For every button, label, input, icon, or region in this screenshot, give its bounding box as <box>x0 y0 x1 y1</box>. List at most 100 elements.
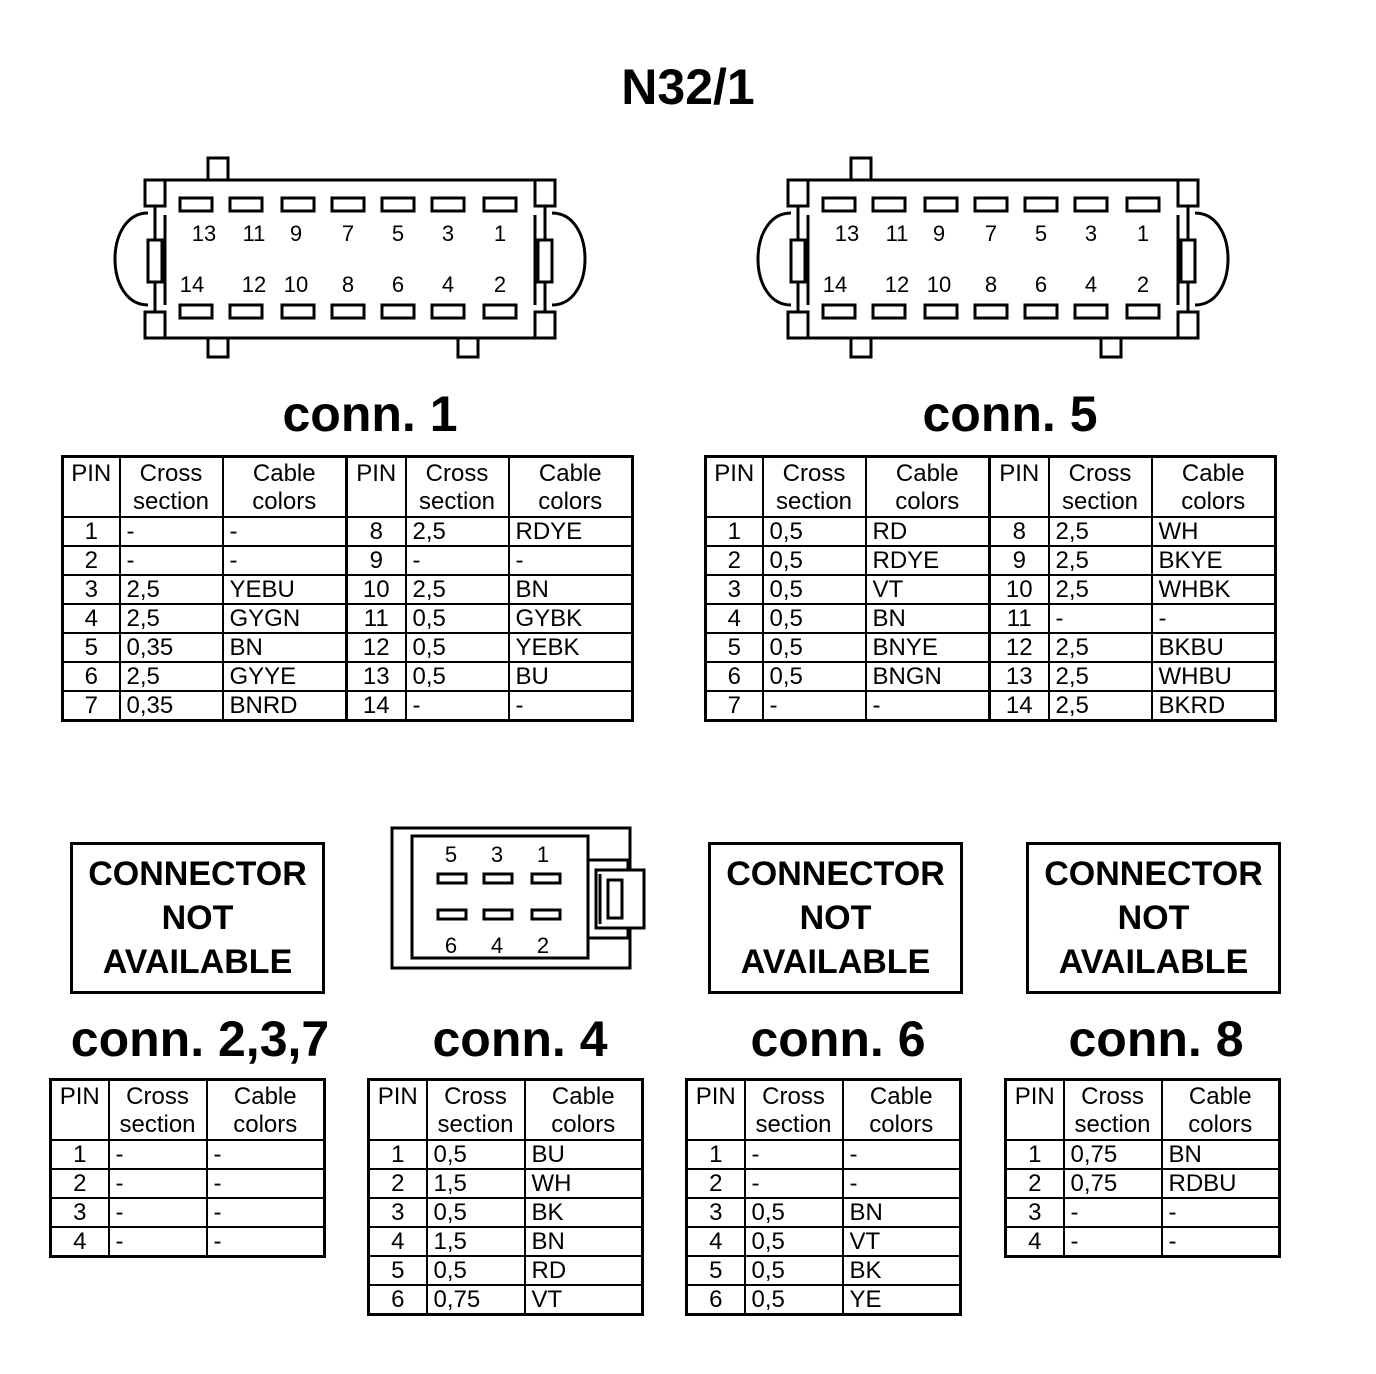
pin-header: PIN <box>685 1078 746 1141</box>
pin-cell: 3 <box>1004 1197 1065 1228</box>
pin-cell: 3 <box>685 1197 746 1228</box>
conn-6-label: conn. 6 <box>750 1011 926 1067</box>
conn-5-label: conn. 5 <box>922 386 1098 442</box>
cable-color-cell: BN <box>1160 1139 1281 1170</box>
cross-section-cell: 2,5 <box>1047 690 1153 722</box>
pin-cell: 6 <box>704 661 764 692</box>
latch-right <box>1194 211 1230 307</box>
cable-color-cell: - <box>1150 603 1277 634</box>
corner-tab <box>533 310 557 340</box>
pin-cell: 5 <box>685 1255 746 1286</box>
latch-right <box>551 211 587 307</box>
pin-cell: 2 <box>367 1168 428 1199</box>
cross-section-cell: - <box>107 1139 208 1170</box>
corner-tab <box>533 178 557 208</box>
pin-cell: 13 <box>988 661 1050 692</box>
cable-color-cell: - <box>507 690 634 722</box>
cable-color-cell: - <box>205 1197 326 1228</box>
pin-slot <box>973 303 1009 320</box>
cross-section-cell: 0,5 <box>743 1197 844 1228</box>
cross-section-cell: 0,5 <box>761 603 867 634</box>
corner-tab <box>1176 310 1200 340</box>
pin-number-label: 2 <box>1137 272 1149 297</box>
cable-color-cell: RDYE <box>507 516 634 547</box>
pin-cell: 1 <box>61 516 121 547</box>
cable-color-cell: GYYE <box>221 661 348 692</box>
pin-cell: 4 <box>49 1226 110 1258</box>
pin-number-label: 2 <box>537 933 549 958</box>
cross-section-cell: 2,5 <box>404 574 510 605</box>
conn-2-3-7-label: conn. 2,3,7 <box>70 1011 330 1067</box>
pin-slot <box>178 303 214 320</box>
pin-slot <box>1023 303 1059 320</box>
pin-cell: 11 <box>345 603 407 634</box>
cable-color-cell: RDBU <box>1160 1168 1281 1199</box>
cable-color-cell: BU <box>507 661 634 692</box>
pin-number-label: 11 <box>243 221 266 246</box>
cable-color-cell: RD <box>864 516 991 547</box>
pin-slot <box>380 303 416 320</box>
pin-slot <box>1073 303 1109 320</box>
pin-slot <box>923 196 959 213</box>
pin-slot <box>821 196 857 213</box>
pin-cell: 13 <box>345 661 407 692</box>
conn-4-label: conn. 4 <box>432 1011 608 1067</box>
cable-color-cell: WH <box>1150 516 1277 547</box>
cable-color-cell: BK <box>523 1197 644 1228</box>
pin-cell: 2 <box>49 1168 110 1199</box>
pin-cell: 14 <box>988 690 1050 722</box>
cross-section-cell: - <box>107 1226 208 1258</box>
cross-section-cell: - <box>404 545 510 576</box>
pin-number-label: 10 <box>284 272 308 297</box>
cross-section-cell: - <box>118 545 224 576</box>
pin-number-label: 2 <box>494 272 506 297</box>
pin-number-label: 11 <box>886 221 909 246</box>
pin-number-label: 7 <box>342 221 354 246</box>
pin-slot <box>436 908 468 921</box>
cable-color-cell: BNRD <box>221 690 348 722</box>
pin-number-label: 12 <box>885 272 909 297</box>
cross-section-cell: 0,5 <box>761 574 867 605</box>
corner-tab <box>143 178 167 208</box>
pin-cell: 2 <box>61 545 121 576</box>
cross-section-cell: 0,5 <box>761 632 867 663</box>
pin-slot <box>1125 303 1161 320</box>
cross-section-cell: 1,5 <box>425 1168 526 1199</box>
pin-cell: 6 <box>685 1284 746 1316</box>
pin-cell: 14 <box>345 690 407 722</box>
cable-color-cell: - <box>864 690 991 722</box>
pin-cell: 3 <box>367 1197 428 1228</box>
table-row: 4-- <box>1004 1226 1281 1258</box>
cable-color-cell: BN <box>221 632 348 663</box>
latch-left <box>756 211 792 307</box>
cable-color-cell: WHBU <box>1150 661 1277 692</box>
cable-color-cell: YEBU <box>221 574 348 605</box>
pin-slot <box>436 872 468 885</box>
pin-slot <box>380 196 416 213</box>
pin-cell: 2 <box>685 1168 746 1199</box>
pin-cell: 10 <box>988 574 1050 605</box>
side-slot <box>536 238 554 284</box>
cross-section-cell: 2,5 <box>1047 632 1153 663</box>
pin-cell: 5 <box>704 632 764 663</box>
table-row: 2-- <box>685 1168 962 1199</box>
key-tab <box>849 156 873 184</box>
pin-slot <box>228 303 264 320</box>
